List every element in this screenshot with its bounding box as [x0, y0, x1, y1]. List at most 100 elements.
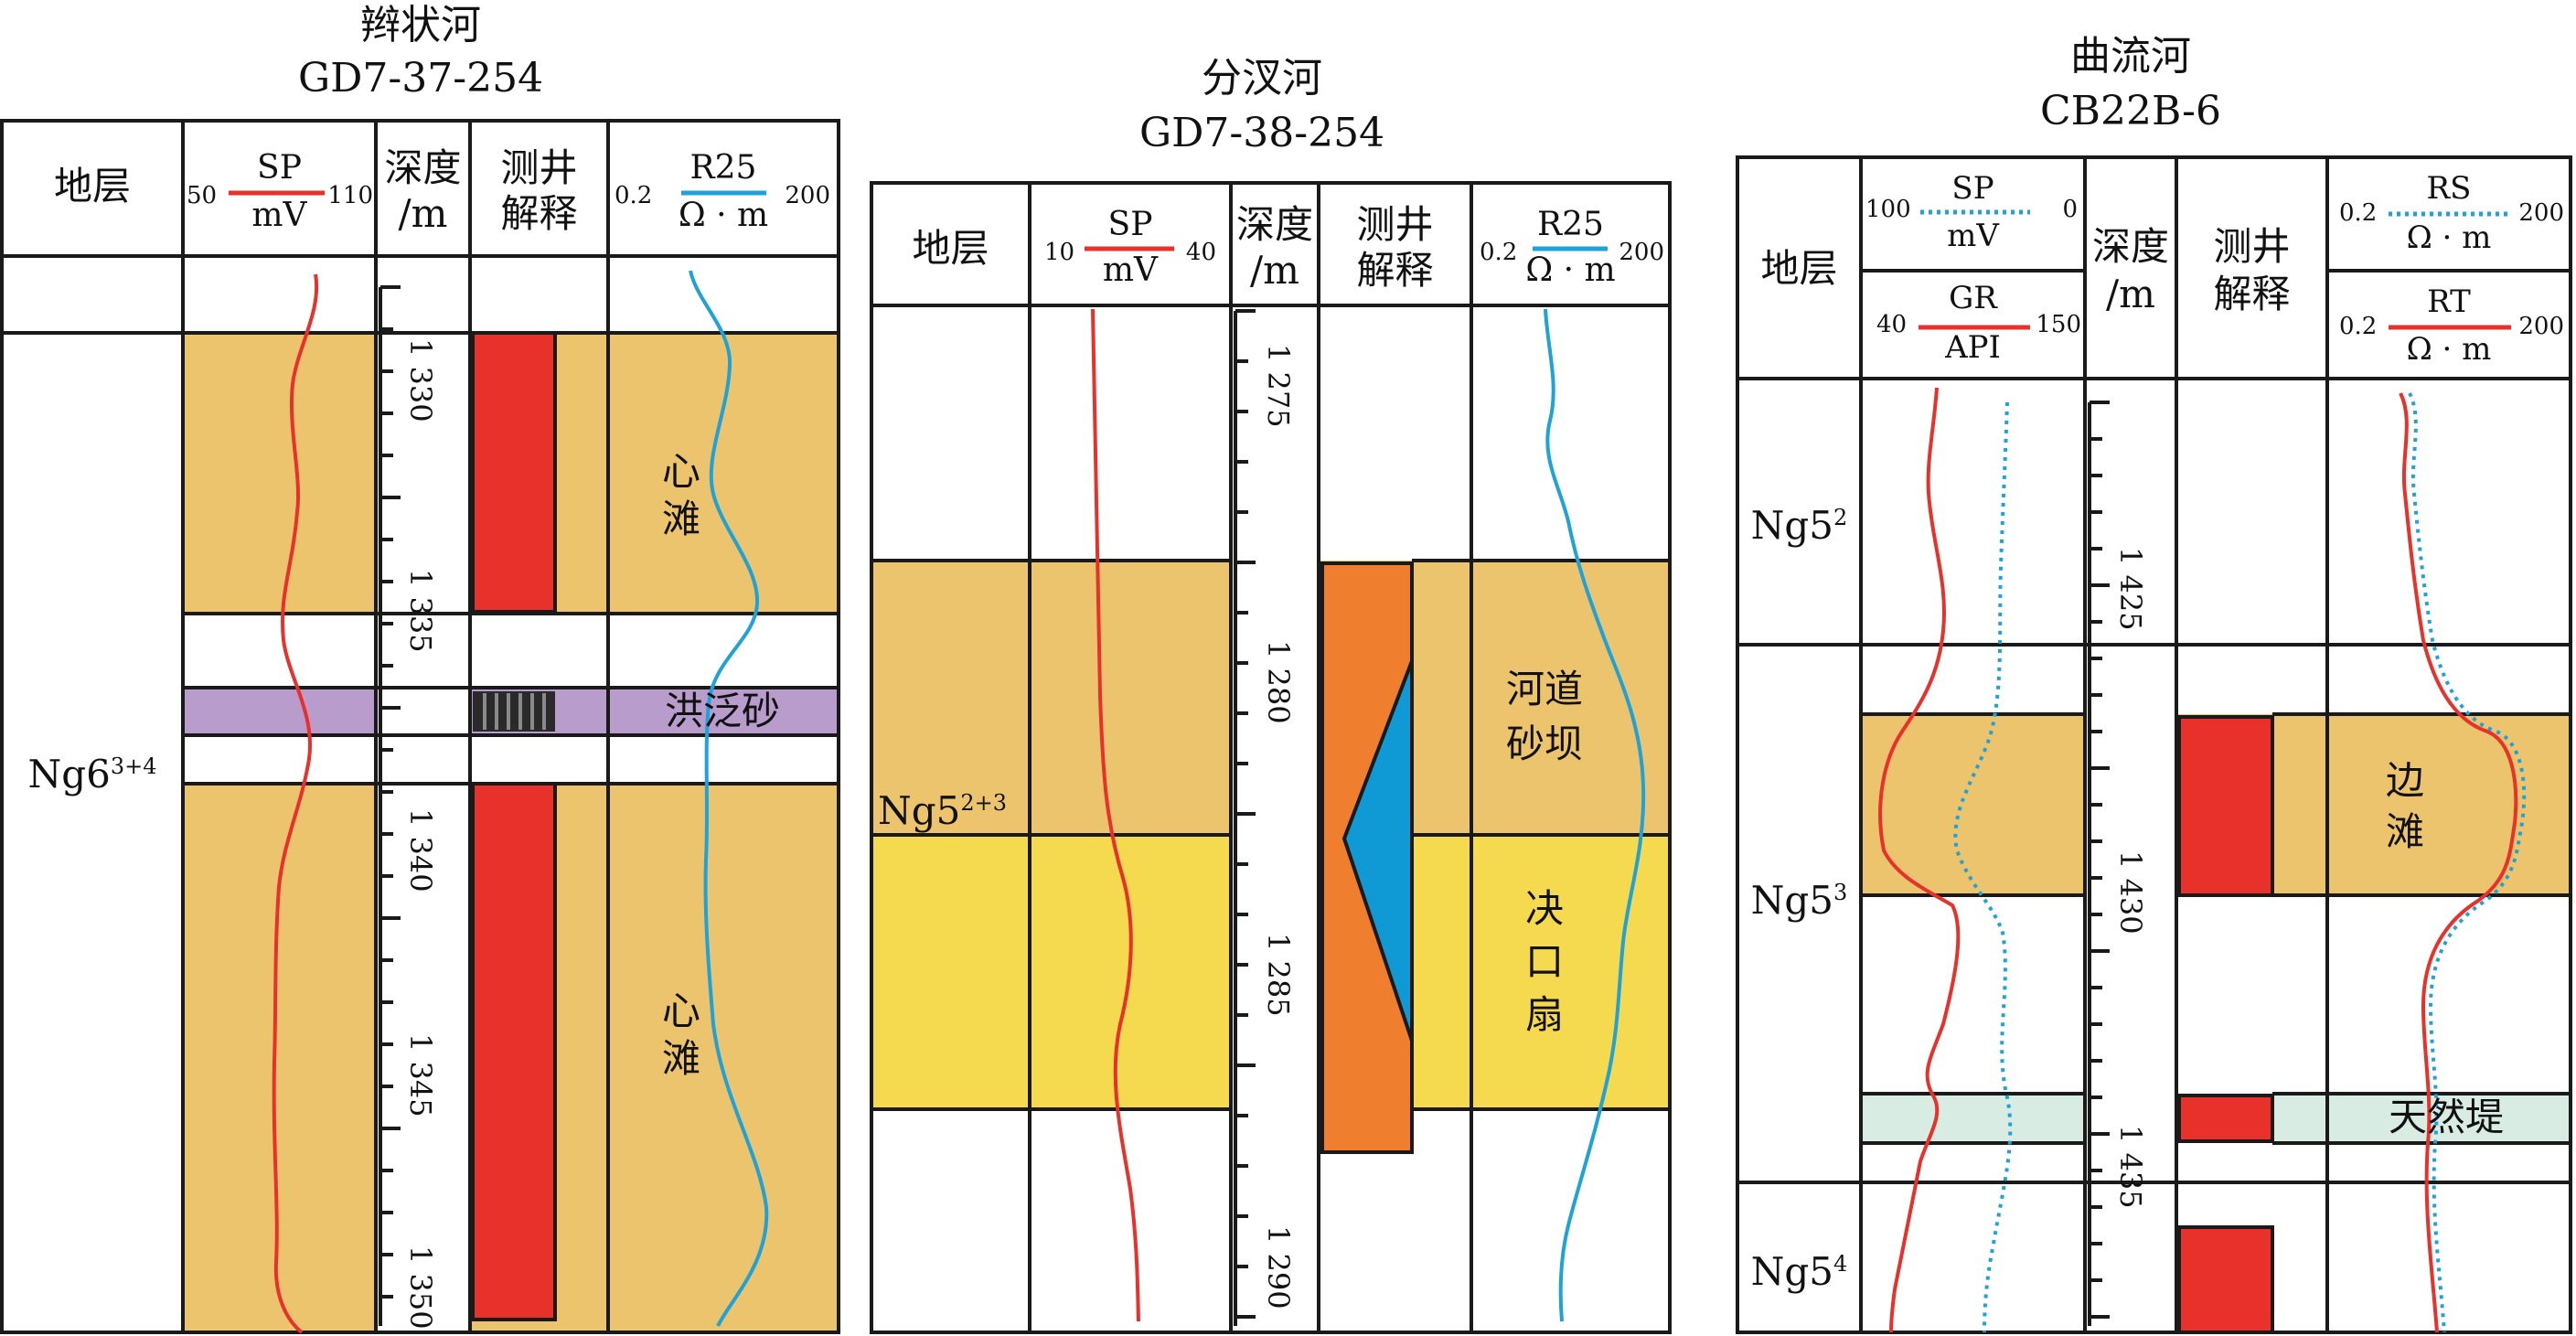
p3-stratum-header: 地层	[1760, 246, 1838, 291]
p1-r25-max: 200	[785, 182, 830, 209]
r25-curve-2	[1544, 308, 1646, 1322]
p1-stratum-header: 地层	[53, 164, 131, 208]
well3-id: CB22B-6	[2040, 88, 2221, 134]
p2-interp-header: 测井	[1356, 202, 1434, 247]
p3-rs-min: 0.2	[2339, 199, 2378, 227]
panel-meandering	[1736, 155, 2572, 1334]
p1-interp-header2: 解释	[500, 191, 578, 236]
depth-label: 1 285	[1261, 933, 1296, 1017]
p3-facies-pointbar-a: 边	[2385, 758, 2424, 803]
p1-depth-unit: /m	[398, 191, 448, 236]
well1-id: GD7-37-254	[297, 55, 544, 102]
depth-label: 1 350	[403, 1245, 438, 1330]
p3-stratum-3: Ng54	[1750, 1249, 1848, 1294]
interp-triangle	[1341, 660, 1414, 1042]
gr-curve-3	[1878, 387, 1961, 1333]
p3-gr-min: 40	[1876, 311, 1908, 338]
flood-hatch	[483, 693, 546, 730]
p2-facies-crevasse-b: 口	[1524, 939, 1564, 984]
p1-sp-name: SP	[257, 149, 302, 187]
p3-rt-name: RT	[2427, 283, 2471, 320]
depth-label: 1 280	[1261, 640, 1296, 724]
p3-stratum-2: Ng53	[1750, 878, 1848, 923]
p2-r25-unit: Ω · m	[1525, 251, 1616, 289]
p2-r25-max: 200	[1619, 239, 1664, 266]
interp-block-2	[471, 782, 557, 1321]
p2-sp-name: SP	[1107, 206, 1153, 243]
sp-curve-1	[272, 273, 319, 1334]
p3-sp-max: 0	[2062, 196, 2078, 223]
r25-curve-1	[689, 270, 769, 1327]
depth-ticks	[379, 285, 2110, 1326]
p3-depth-unit: /m	[2106, 272, 2155, 316]
p1-stratum: Ng63+4	[27, 752, 157, 796]
depth-col-2	[1231, 561, 1319, 1109]
p3-interp-header2: 解释	[2213, 272, 2291, 316]
interp-block-1	[471, 331, 557, 614]
rt-curve-3	[2399, 392, 2518, 1333]
depth-label: 1 345	[403, 1033, 438, 1117]
well1-title: 辫状河	[360, 2, 481, 48]
p1-sp-max: 110	[327, 182, 373, 209]
rs-curve-3	[2408, 392, 2527, 1333]
p2-facies-channel-bar: 河道	[1505, 667, 1583, 711]
interp-block-3b	[2177, 1094, 2274, 1143]
p2-stratum: Ng52+3	[878, 788, 1008, 833]
p1-sp-unit: mV	[251, 197, 307, 234]
p1-facies-flood: 洪泛砂	[664, 689, 780, 733]
p3-stratum-1: Ng52	[1750, 503, 1848, 548]
p3-rt-max: 200	[2518, 313, 2564, 340]
p2-sp-max: 40	[1185, 239, 1216, 266]
p2-r25-name: R25	[1537, 206, 1604, 243]
p2-facies-channel-bar2: 砂坝	[1505, 721, 1583, 766]
p1-facies-1b: 滩	[661, 497, 700, 541]
panel-anastomosing	[870, 181, 1672, 1334]
p1-r25-min: 0.2	[615, 182, 653, 209]
p1-sp-min: 50	[187, 182, 218, 209]
sp-curve-3	[1953, 401, 2013, 1333]
p3-sp-name: SP	[1951, 170, 1994, 207]
sp-curve-2	[1091, 308, 1140, 1322]
p3-sp-min: 100	[1865, 196, 1911, 223]
depth-label: 1 290	[1261, 1225, 1296, 1309]
p2-depth-header: 深度	[1235, 202, 1313, 247]
p1-r25-name: R25	[689, 149, 757, 187]
depth-label: 1 340	[403, 808, 438, 892]
curve-legends	[229, 190, 2511, 330]
p2-interp-header2: 解释	[1356, 248, 1434, 293]
panel-braided	[0, 119, 840, 1334]
p1-facies-1a: 心	[661, 449, 700, 494]
well3-title: 曲流河	[2070, 33, 2191, 80]
p1-facies-2a: 心	[661, 989, 700, 1033]
p3-gr-name: GR	[1949, 280, 1997, 316]
depth-label: 1 330	[403, 338, 438, 422]
interp-block-3c	[2177, 1225, 2274, 1334]
well2-id: GD7-38-254	[1138, 110, 1385, 156]
p3-gr-max: 150	[2036, 311, 2081, 338]
p3-sp-unit: mV	[1947, 218, 1999, 254]
p3-facies-pointbar-b: 滩	[2385, 809, 2424, 854]
p3-interp-header: 测井	[2213, 224, 2291, 269]
p2-depth-unit: /m	[1250, 248, 1299, 293]
p2-r25-min: 0.2	[1480, 239, 1518, 266]
depth-label: 1 425	[2113, 547, 2148, 631]
depth-label: 1 435	[2113, 1125, 2148, 1209]
p2-sp-min: 10	[1044, 239, 1075, 266]
p3-facies-levee: 天然堤	[2388, 1095, 2504, 1139]
interp-block-3a	[2177, 715, 2274, 897]
p1-depth-header: 深度	[384, 145, 462, 190]
p2-facies-crevasse-a: 决	[1524, 886, 1564, 931]
p3-depth-header: 深度	[2091, 224, 2169, 269]
p1-interp-header: 测井	[500, 145, 578, 190]
well2-title: 分汊河	[1202, 55, 1322, 102]
p2-stratum-header: 地层	[912, 226, 989, 271]
p1-r25-unit: Ω · m	[678, 197, 769, 234]
depth-label: 1 430	[2113, 850, 2148, 935]
p2-sp-unit: mV	[1102, 251, 1159, 289]
depth-label: 1 335	[403, 569, 438, 653]
p3-rs-unit: Ω · m	[2406, 219, 2492, 256]
p3-rt-unit: Ω · m	[2406, 331, 2492, 368]
p3-rs-max: 200	[2518, 199, 2564, 227]
